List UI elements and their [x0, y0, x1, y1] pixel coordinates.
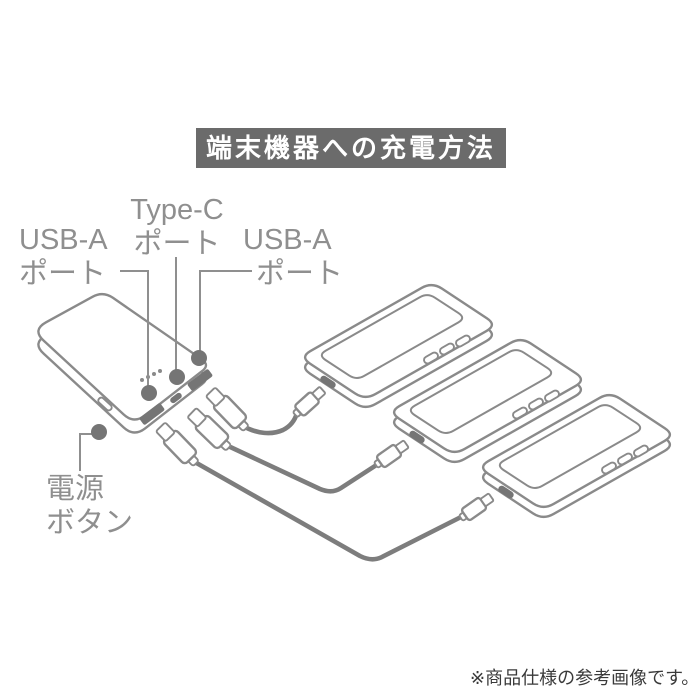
label-usb-a-left-line2: ポート [19, 258, 107, 290]
title-banner: 端末機器への充電方法 [196, 128, 506, 168]
power-button [97, 396, 113, 412]
label-usb-a-left-line1: USB-A [19, 224, 108, 256]
usb-a-port-left [139, 403, 165, 425]
type-c-port [170, 392, 182, 404]
power-bank-body [37, 292, 208, 421]
device-plug-3 [455, 490, 497, 526]
leader-usb-a-right [199, 270, 252, 351]
label-usb-a-port-left: USB-A ポート [19, 223, 108, 291]
label-type-c-port: Type-C ポート [116, 193, 238, 261]
label-usb-a-right-line2: ポート [256, 258, 344, 290]
marker-dot-power-button [91, 424, 107, 440]
device-plug-2 [370, 437, 412, 473]
leader-usb-a-left [120, 270, 149, 386]
footnote-text: ※商品仕様の参考画像です。 [470, 668, 700, 688]
marker-dot-type-c [169, 369, 185, 385]
label-type-c-line2: ポート [133, 228, 221, 260]
usb-a-port-right [187, 369, 213, 391]
marker-dot-usb-a-right [191, 350, 207, 366]
leader-power-button [79, 433, 97, 471]
marker-dot-usb-a-left [141, 385, 157, 401]
label-power-line1: 電源 [46, 473, 105, 505]
cable-1 [240, 410, 300, 436]
leader-lines [79, 257, 252, 471]
device-plug-1 [289, 383, 329, 422]
power-bank [37, 292, 213, 434]
label-usb-a-port-right: USB-A ポート [243, 223, 343, 291]
cable-2 [223, 442, 381, 494]
label-power-button: 電源 ボタン [46, 472, 133, 540]
cable-3 [190, 458, 466, 562]
label-type-c-line1: Type-C [130, 194, 224, 226]
label-power-line2: ボタン [46, 507, 134, 539]
label-usb-a-right-line1: USB-A [243, 224, 332, 256]
